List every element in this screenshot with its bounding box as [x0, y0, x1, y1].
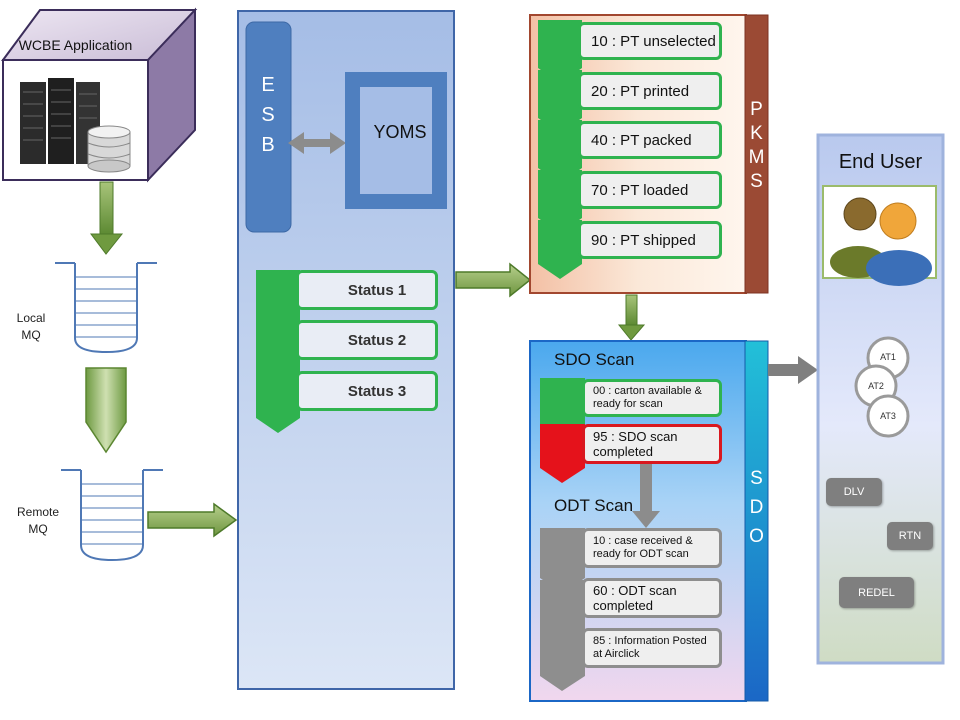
esb-status-1: Status 1	[296, 270, 438, 310]
sdo-step-00: 00 : carton available & ready for scan	[582, 379, 722, 417]
sdo-letter: D	[749, 497, 764, 518]
pkms-step-40: 40 : PT packed	[578, 121, 722, 159]
end-user-title: End User	[838, 151, 923, 173]
pkms-step-70: 70 : PT loaded	[578, 171, 722, 209]
yoms-label: YOMS	[373, 122, 427, 142]
pkms-letter: P	[750, 99, 763, 120]
remote-mq-queue	[61, 469, 163, 562]
esb-vertical-label: E S B	[256, 70, 280, 160]
sdo-letter: S	[750, 468, 763, 489]
database-icon	[87, 125, 131, 173]
sdo-bar	[744, 340, 769, 702]
esb-yoms-double-arrow	[288, 132, 346, 154]
esb-letter: E	[261, 74, 275, 96]
esb-status-2: Status 2	[296, 320, 438, 360]
rtn-button[interactable]: RTN	[887, 522, 933, 550]
sdo-letter: O	[749, 526, 764, 547]
odt-chevrons	[540, 528, 585, 691]
at3-label: AT3	[880, 411, 896, 421]
odt-step-60: 60 : ODT scan completed	[582, 578, 722, 618]
at1-label: AT1	[880, 352, 896, 362]
esb-letter: S	[261, 104, 275, 126]
arrow-remote-mq-to-esb	[147, 502, 238, 538]
arrow-pkms-to-sdo	[617, 294, 646, 341]
dlv-button[interactable]: DLV	[826, 478, 882, 506]
pkms-step-20: 20 : PT printed	[578, 72, 722, 110]
arrow-wcbe-to-local-mq	[90, 181, 124, 255]
pkms-letter: K	[750, 123, 763, 144]
arrow-local-to-remote-mq	[85, 367, 127, 454]
pkms-step-90: 90 : PT shipped	[578, 221, 722, 259]
pkms-step-10: 10 : PT unselected	[578, 22, 722, 60]
esb-bar	[245, 21, 292, 233]
sdo-step-95: 95 : SDO scan completed	[582, 424, 722, 464]
odt-step-85: 85 : Information Posted at Airclick	[582, 628, 722, 668]
sdo-vertical-label: S D O	[745, 464, 768, 551]
pkms-bar	[744, 14, 769, 294]
remote-mq-label: Remote MQ	[16, 505, 60, 536]
local-mq-queue	[55, 262, 157, 354]
pkms-vertical-label: P K M S	[745, 98, 768, 194]
esb-status-chevrons	[256, 270, 300, 433]
sdo-chevron-red	[540, 424, 585, 483]
odt-scan-title: ODT Scan	[554, 496, 634, 515]
redel-button[interactable]: REDEL	[839, 577, 914, 608]
at-cycle-diagram	[854, 336, 910, 438]
arrow-sdo-to-odt	[632, 463, 660, 528]
at2-label: AT2	[868, 381, 884, 391]
esb-status-3: Status 3	[296, 371, 438, 411]
sdo-scan-title: SDO Scan	[554, 350, 635, 369]
wcbe-title: WCBE Application	[18, 37, 133, 53]
esb-letter: B	[261, 134, 275, 156]
users-icon	[830, 197, 932, 286]
arrow-esb-to-pkms	[455, 262, 532, 298]
pkms-letter: M	[748, 147, 765, 168]
local-mq-label: Local MQ	[16, 311, 46, 342]
odt-step-10: 10 : case received & ready for ODT scan	[582, 528, 722, 568]
pkms-letter: S	[750, 171, 763, 192]
yoms-box-inner	[360, 87, 432, 194]
arrow-sdo-to-end-user	[768, 356, 818, 384]
pkms-chevrons	[538, 20, 582, 279]
